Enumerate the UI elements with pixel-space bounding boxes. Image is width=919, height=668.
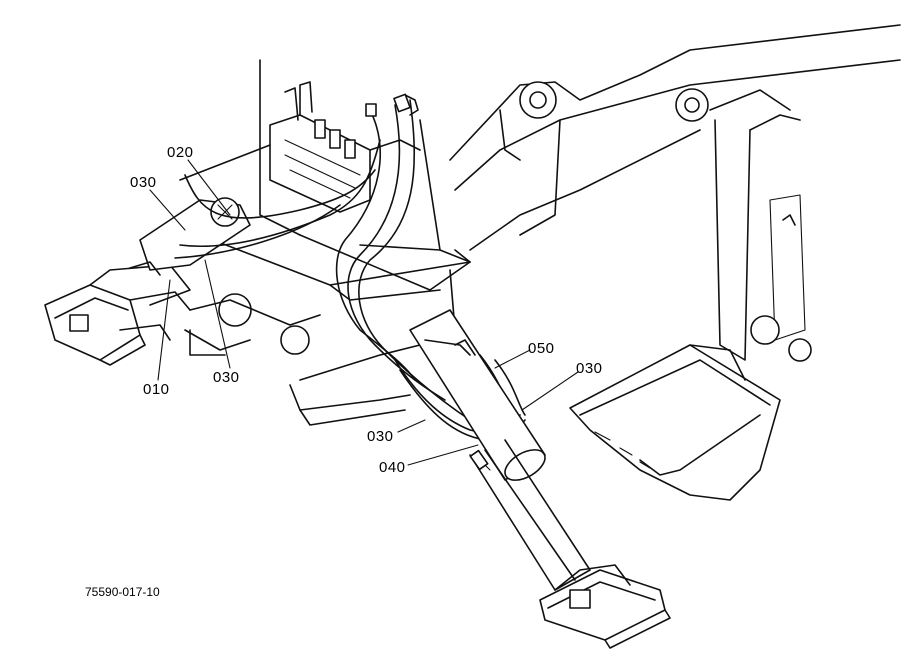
figure-id: 75590-017-10 — [85, 585, 160, 599]
main-frame — [179, 119, 471, 426]
swing-cylinder — [129, 197, 251, 276]
callout-050: 050 — [528, 340, 555, 357]
callout-040: 040 — [379, 459, 406, 476]
callout-010: 010 — [143, 381, 170, 398]
callout-030-right: 030 — [576, 360, 603, 377]
right-foot-pad — [539, 564, 671, 649]
callout-020: 020 — [167, 144, 194, 161]
callout-030-center: 030 — [367, 428, 394, 445]
control-valve-block — [259, 59, 421, 236]
left-mount — [44, 264, 321, 366]
bucket — [569, 344, 781, 501]
lower-arm — [409, 309, 591, 591]
leader-lines — [149, 159, 579, 466]
callout-030-bottom-left: 030 — [213, 369, 240, 386]
callouts: 020 030 010 030 050 030 030 040 — [130, 144, 603, 476]
callout-030-top-left: 030 — [130, 174, 157, 191]
boom-frame — [449, 24, 901, 362]
